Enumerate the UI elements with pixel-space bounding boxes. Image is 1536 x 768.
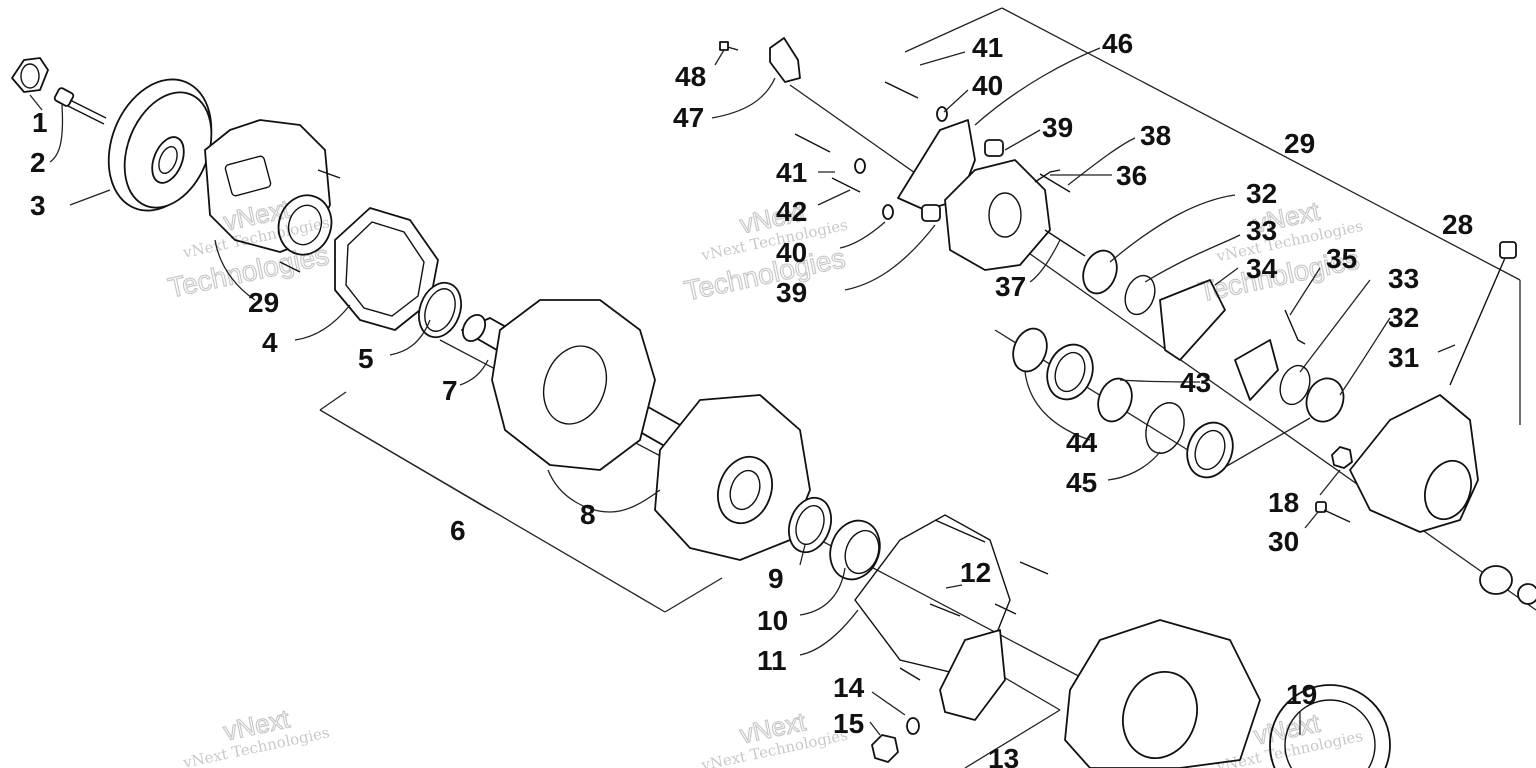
callout-41-top: 41	[972, 32, 1003, 63]
callout-32-right: 32	[1388, 302, 1419, 333]
part-brake-caliper-housing	[944, 159, 1051, 271]
part-39-spacers	[921, 139, 1004, 222]
callout-1: 1	[32, 107, 48, 138]
part-13-bracket	[939, 629, 1006, 721]
part-28-fitting	[1449, 241, 1517, 386]
part-8-drive-sprocket-a	[491, 299, 656, 471]
callout-19: 19	[1286, 679, 1317, 710]
part-36-clip	[1034, 169, 1061, 183]
callout-labels: 1 2 3 29 4 5 7 6 8 9 10 11 12 14 15 13 1…	[30, 28, 1473, 768]
part-45-snap-ring	[1145, 402, 1185, 454]
watermark-bottom-left: vNext Technologies vNext	[181, 703, 331, 768]
callout-39-top: 39	[1042, 112, 1073, 143]
callout-28: 28	[1442, 209, 1473, 240]
part-8-drive-sprocket-b	[654, 394, 811, 561]
callout-36: 36	[1116, 160, 1147, 191]
part-15-nut	[871, 734, 899, 763]
callout-40-top: 40	[972, 70, 1003, 101]
part-42-bolt	[831, 177, 861, 193]
part-10-bearing	[829, 519, 881, 581]
part-2-bolt	[53, 87, 107, 125]
part-37-pin	[1044, 229, 1086, 257]
callout-46: 46	[1102, 28, 1133, 59]
callout-47: 47	[673, 102, 704, 133]
part-9-seal	[788, 496, 832, 554]
callout-42: 42	[776, 196, 807, 227]
callout-4: 4	[262, 327, 278, 358]
callout-31: 31	[1388, 342, 1419, 373]
callout-33-top: 33	[1246, 215, 1277, 246]
part-33-orings	[1124, 274, 1311, 406]
part-44-bearings	[1012, 327, 1133, 423]
callout-8: 8	[580, 499, 596, 530]
callout-3: 3	[30, 190, 46, 221]
callout-35: 35	[1326, 243, 1357, 274]
callout-29-left: 29	[248, 287, 279, 318]
callout-15: 15	[833, 708, 864, 739]
callout-6: 6	[450, 515, 466, 546]
callout-2: 2	[30, 147, 46, 178]
callout-39-mid: 39	[776, 277, 807, 308]
part-master-cylinder-housing	[1349, 394, 1479, 533]
watermark-top-center: vNext Technologies vNext Technologies	[681, 196, 849, 307]
part-12-bolts	[899, 519, 1049, 681]
part-43-seals	[1046, 343, 1234, 479]
part-32-bushings	[1082, 249, 1345, 423]
callout-43: 43	[1180, 367, 1211, 398]
callout-13: 13	[988, 743, 1019, 768]
callout-11: 11	[757, 645, 787, 676]
part-5-seal	[418, 281, 462, 339]
leader-lines	[29, 47, 1456, 736]
callout-10: 10	[757, 605, 788, 636]
part-14-washer	[906, 717, 920, 735]
callout-30: 30	[1268, 526, 1299, 557]
callout-32-top: 32	[1246, 178, 1277, 209]
callout-33-right: 33	[1388, 263, 1419, 294]
part-30-bolt	[1315, 501, 1351, 523]
part-1-lock-washer	[11, 57, 49, 93]
part-19-driven-gear-assembly	[1064, 619, 1391, 768]
watermark-bottom-center: vNext Technologies vNext	[699, 706, 849, 768]
part-29-chaincase-assembly	[204, 119, 341, 273]
part-47-sensor	[769, 37, 801, 83]
part-48-screw	[719, 41, 739, 51]
callout-40-mid: 40	[776, 237, 807, 268]
callout-29-right: 29	[1284, 128, 1315, 159]
part-41-bolts	[794, 81, 919, 153]
callout-41-mid: 41	[776, 157, 807, 188]
part-3-driven-pulley	[107, 78, 213, 212]
callout-44: 44	[1066, 427, 1098, 458]
callout-45: 45	[1066, 467, 1097, 498]
callout-38: 38	[1140, 120, 1171, 151]
part-18-nut	[1331, 446, 1353, 469]
part-right-edge-components	[1479, 565, 1536, 605]
callout-34: 34	[1246, 253, 1278, 284]
callout-9: 9	[768, 563, 784, 594]
part-35-spring	[1284, 309, 1306, 345]
part-40-washers	[854, 106, 948, 220]
part-34-brake-pads	[1159, 279, 1279, 401]
callout-14: 14	[833, 672, 865, 703]
callout-5: 5	[358, 343, 374, 374]
part-11-gasket	[854, 514, 1011, 673]
callout-12: 12	[960, 557, 991, 588]
callout-18: 18	[1268, 487, 1299, 518]
callout-48: 48	[675, 61, 706, 92]
part-38-pin	[1039, 173, 1071, 193]
callout-7: 7	[442, 375, 458, 406]
callout-37: 37	[995, 271, 1026, 302]
